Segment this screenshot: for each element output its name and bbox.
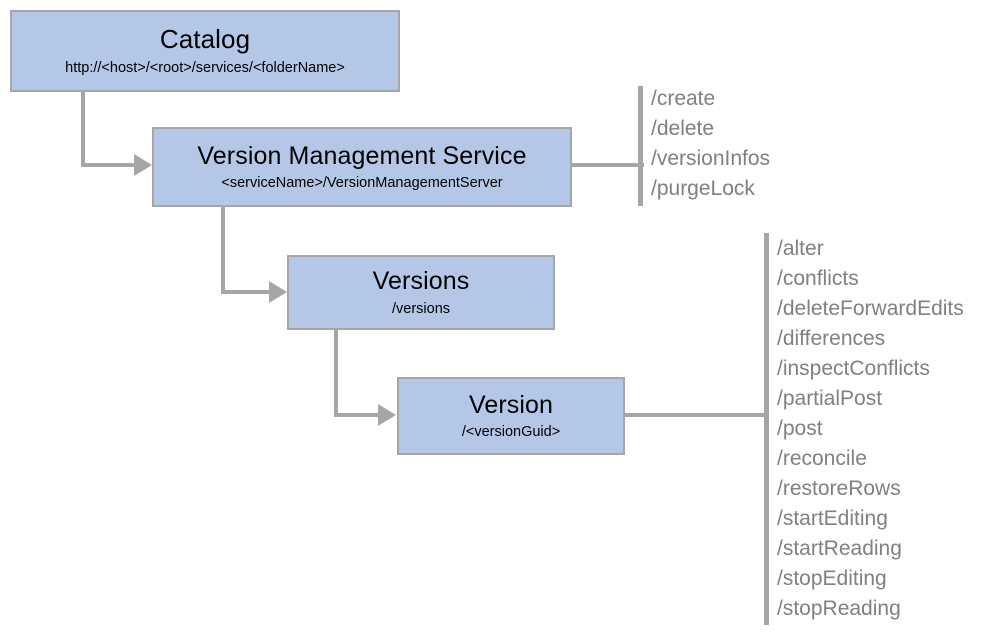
arrowhead-catalog-to-service: [134, 154, 152, 176]
operation-item[interactable]: /alter: [777, 237, 824, 260]
operation-item[interactable]: /purgeLock: [651, 177, 755, 200]
node-catalog-title: Catalog: [159, 24, 251, 55]
connector-versions-to-version-horizontal: [334, 413, 380, 417]
operation-item[interactable]: /deleteForwardEdits: [777, 297, 964, 320]
node-version-title: Version: [468, 390, 554, 419]
node-catalog-subtitle: http://<host>/<root>/services/<folderNam…: [65, 59, 345, 76]
operation-item[interactable]: /conflicts: [777, 267, 859, 290]
arrowhead-versions-to-version: [378, 404, 396, 426]
bracket-service-operations: [638, 86, 643, 206]
node-version-management-service[interactable]: Version Management Service <serviceName>…: [152, 127, 572, 207]
connector-service-to-versions-horizontal: [221, 290, 271, 294]
operation-item[interactable]: /inspectConflicts: [777, 357, 930, 380]
arrowhead-service-to-versions: [269, 281, 287, 303]
node-versions-subtitle: /versions: [391, 300, 451, 317]
node-version[interactable]: Version /<versionGuid>: [397, 377, 625, 455]
operation-item[interactable]: /startReading: [777, 537, 902, 560]
node-version-management-service-title: Version Management Service: [197, 141, 527, 170]
operation-item[interactable]: /stopEditing: [777, 567, 887, 590]
node-catalog[interactable]: Catalog http://<host>/<root>/services/<f…: [10, 10, 400, 92]
node-versions[interactable]: Versions /versions: [287, 255, 555, 330]
node-versions-title: Versions: [372, 267, 470, 296]
connector-versions-to-version-vertical: [334, 330, 338, 415]
operation-item[interactable]: /partialPost: [777, 387, 883, 410]
operation-item[interactable]: /differences: [777, 327, 886, 350]
operation-item[interactable]: /restoreRows: [777, 477, 901, 500]
node-version-subtitle: /<versionGuid>: [461, 424, 561, 441]
connector-catalog-to-service-vertical: [81, 92, 85, 167]
connector-version-to-operations-line: [625, 413, 768, 417]
connector-service-to-operations-line: [572, 163, 644, 167]
bracket-version-operations: [764, 233, 769, 625]
connector-service-to-versions-vertical: [221, 207, 225, 292]
operation-item[interactable]: /startEditing: [777, 507, 888, 530]
operation-item[interactable]: /reconcile: [777, 447, 867, 470]
operation-item[interactable]: /post: [777, 417, 823, 440]
operation-item[interactable]: /versionInfos: [651, 147, 771, 170]
operation-item[interactable]: /delete: [651, 117, 715, 140]
operation-list-service: /create/delete/versionInfos/purgeLock: [651, 84, 770, 204]
operation-list-version: /alter/conflicts/deleteForwardEdits/diff…: [777, 234, 964, 624]
operation-item[interactable]: /create: [651, 87, 716, 110]
connector-catalog-to-service-horizontal: [81, 163, 136, 167]
operation-item[interactable]: /stopReading: [777, 597, 901, 620]
node-version-management-service-subtitle: <serviceName>/VersionManagementServer: [221, 175, 503, 192]
